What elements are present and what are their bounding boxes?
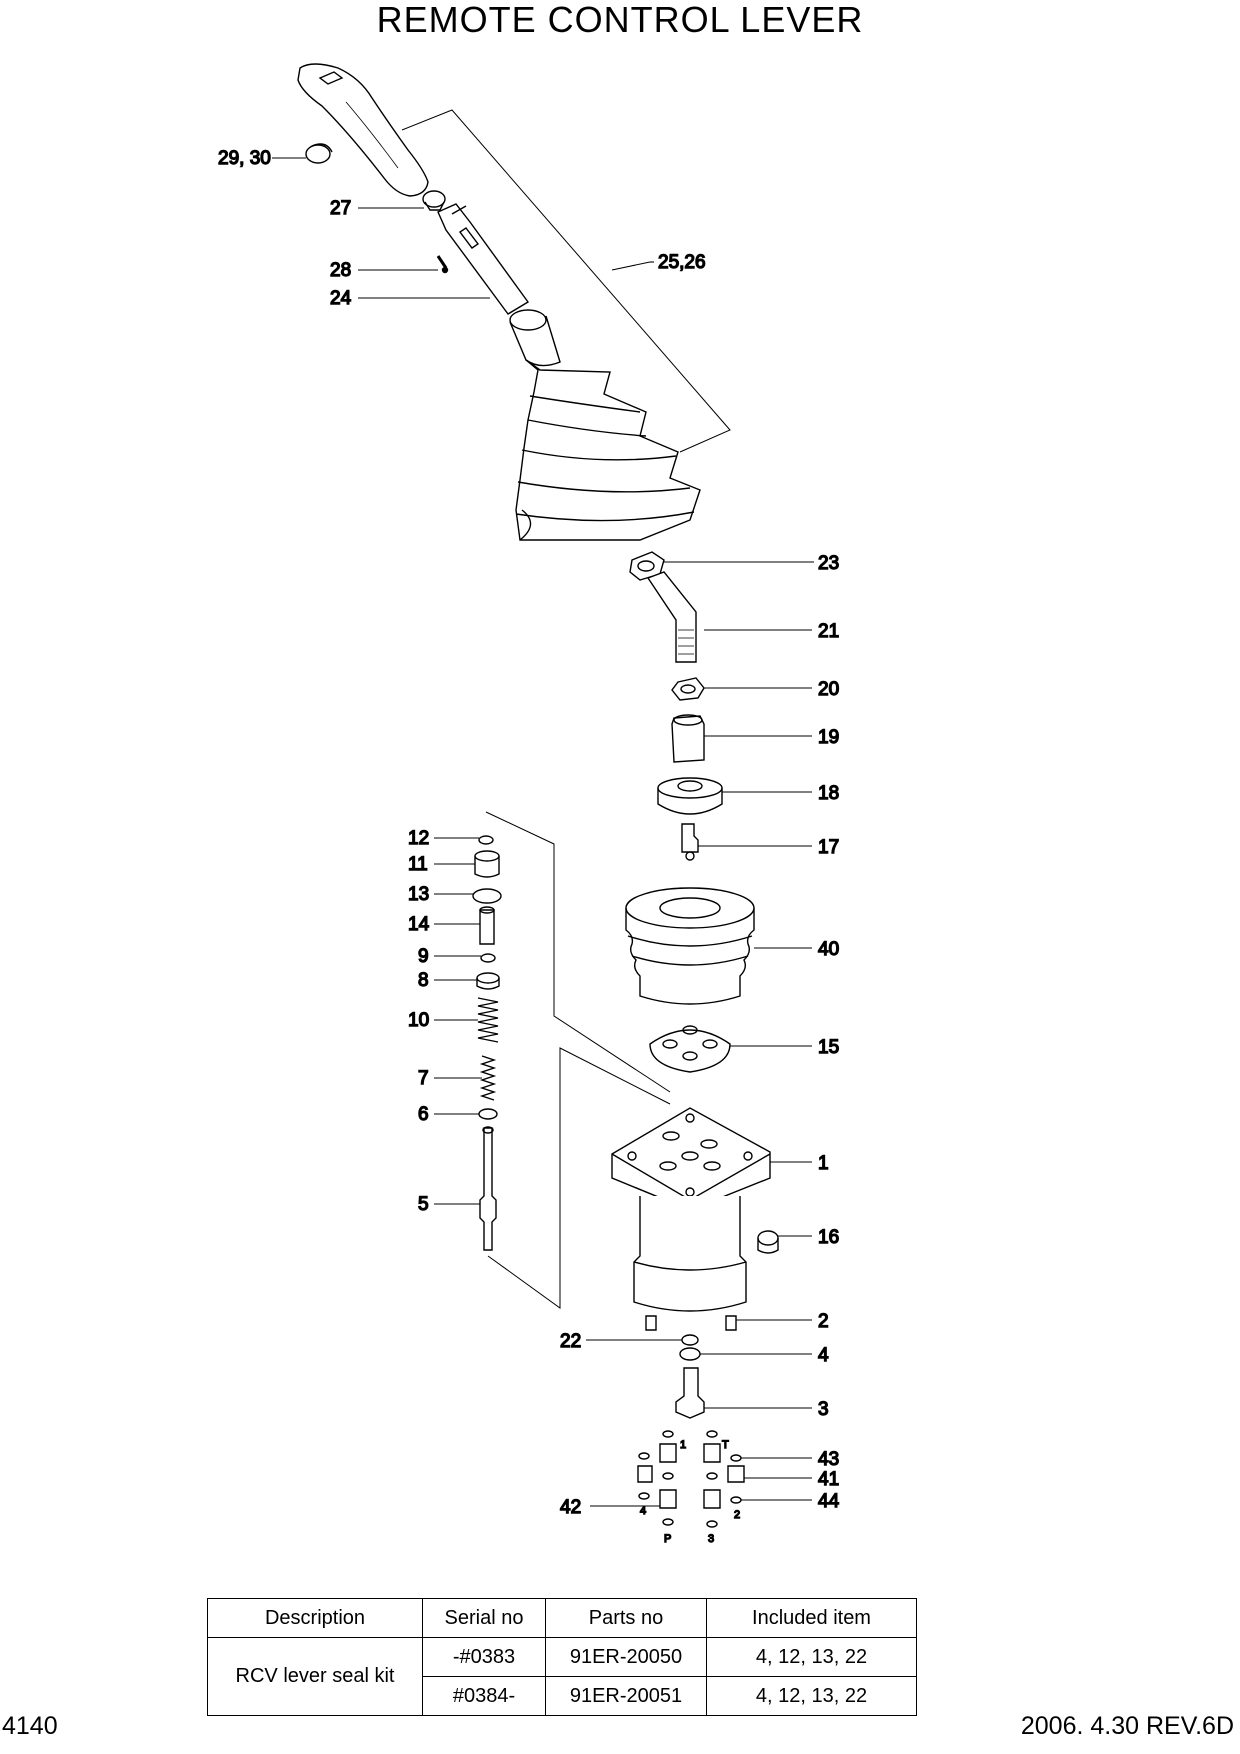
cap-plug [305, 143, 333, 164]
callout-13: 13 [408, 884, 429, 905]
plate-15 [649, 1025, 731, 1073]
push-rod-14 [479, 906, 495, 945]
callout-1: 1 [818, 1153, 829, 1174]
bushing-3 [675, 1367, 705, 1419]
callout-2: 2 [818, 1311, 829, 1332]
lever-shaft [437, 203, 530, 315]
nut-20 [671, 677, 705, 701]
page-number: 4140 [2, 1712, 58, 1740]
spring-10 [477, 997, 499, 1043]
ball-joint [422, 190, 446, 211]
header-description: Description [207, 1598, 423, 1638]
callout-11: 11 [408, 854, 428, 875]
cell-serial: -#0383 [422, 1637, 546, 1677]
oring-22 [681, 1334, 699, 1346]
plug-16 [757, 1230, 779, 1254]
washer-9 [480, 953, 496, 963]
callout-3: 3 [818, 1399, 829, 1420]
spring-7 [479, 1055, 497, 1101]
coupling-19 [671, 714, 705, 763]
rod-21 [646, 571, 697, 663]
port-fittings [637, 1430, 745, 1528]
oring-13 [472, 888, 502, 904]
callout-20: 20 [818, 679, 839, 700]
revision-date: 2006. 4.30 REV.6D [1020, 1712, 1234, 1740]
bracket-left [485, 811, 671, 1309]
header-parts-no: Parts no [545, 1598, 707, 1638]
callout-23: 23 [818, 553, 839, 574]
callout-8: 8 [418, 970, 429, 991]
oring-12 [478, 835, 494, 845]
header-serial-no: Serial no [422, 1598, 546, 1638]
plate-18 [657, 777, 723, 815]
joint-17 [681, 823, 699, 861]
table-row: #0384- 91ER-20051 4, 12, 13, 22 [208, 1676, 917, 1716]
callout-43: 43 [818, 1449, 839, 1470]
port-label-1: 1 [680, 1439, 686, 1451]
cell-items: 4, 12, 13, 22 [706, 1676, 917, 1716]
callout-44: 44 [818, 1491, 840, 1512]
spring-seat-8 [476, 972, 500, 990]
hex-nut-23 [629, 551, 665, 581]
boot-40 [625, 887, 755, 1005]
callout-15: 15 [818, 1037, 839, 1058]
table-header-row: Description Serial no Parts no Included … [207, 1598, 917, 1638]
callout-6: 6 [418, 1104, 429, 1125]
port-label-2: 2 [734, 1509, 740, 1521]
callout-17: 17 [818, 837, 839, 858]
page-title: REMOTE CONTROL LEVER [376, 0, 864, 40]
callout-29-30: 29, 30 [218, 148, 271, 169]
oring-4 [679, 1347, 701, 1361]
screws-2 [645, 1315, 737, 1331]
leader-lines [272, 157, 814, 1507]
washer-6 [478, 1108, 498, 1120]
cell-part: 91ER-20051 [545, 1676, 707, 1716]
cell-description: RCV lever seal kit [207, 1637, 423, 1716]
port-label-4: 4 [640, 1505, 646, 1517]
seal-kit-table: Description Serial no Parts no Included … [207, 1598, 917, 1716]
callout-41: 41 [818, 1469, 839, 1490]
callout-40: 40 [818, 939, 839, 960]
spring-pin [436, 255, 449, 274]
table-row: RCV lever seal kit -#0383 91ER-20050 4, … [207, 1637, 917, 1716]
callout-4: 4 [818, 1345, 829, 1366]
callout-7: 7 [418, 1068, 429, 1089]
callout-24: 24 [330, 288, 352, 309]
port-label-p: P [664, 1533, 671, 1545]
callout-10: 10 [408, 1010, 429, 1031]
callout-18: 18 [818, 783, 839, 804]
port-label-t: T [722, 1439, 729, 1451]
callout-16: 16 [818, 1227, 839, 1248]
callout-27: 27 [330, 198, 351, 219]
callout-14: 14 [408, 914, 430, 935]
header-included-item: Included item [706, 1598, 917, 1638]
plug-11 [474, 850, 500, 878]
spool-5 [479, 1126, 497, 1251]
cell-serial: #0384- [422, 1676, 546, 1716]
callout-5: 5 [418, 1194, 429, 1215]
cell-part: 91ER-20050 [545, 1637, 707, 1677]
lever-grip [297, 63, 429, 197]
callout-28: 28 [330, 260, 351, 281]
callout-22: 22 [560, 1331, 581, 1352]
port-label-3: 3 [708, 1533, 714, 1545]
callout-9: 9 [418, 946, 429, 967]
casing-1 [611, 1107, 771, 1312]
rubber-boot [509, 309, 701, 541]
callout-12: 12 [408, 828, 429, 849]
callout-21: 21 [818, 621, 839, 642]
callout-42: 42 [560, 1497, 581, 1518]
cell-items: 4, 12, 13, 22 [706, 1637, 917, 1677]
callout-19: 19 [818, 727, 839, 748]
bracket-25-26 [401, 109, 731, 453]
callout-25-26: 25,26 [658, 252, 706, 273]
